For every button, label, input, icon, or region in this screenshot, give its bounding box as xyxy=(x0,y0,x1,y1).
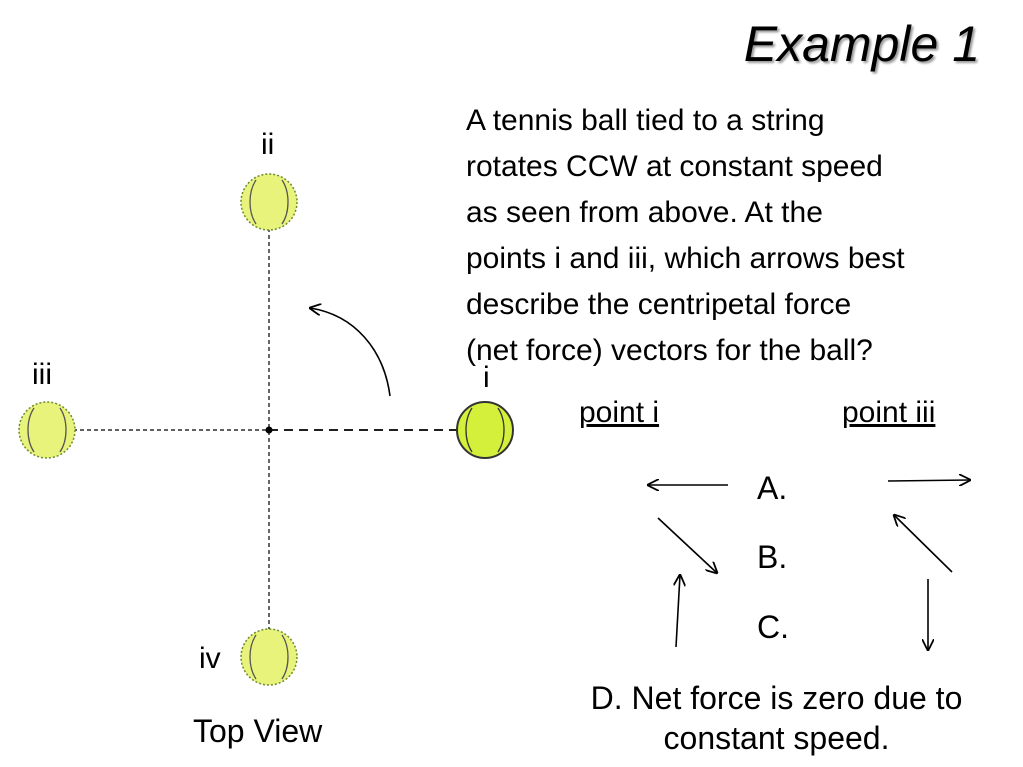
page-title: Example 1 xyxy=(743,16,980,72)
tennis-ball-icon xyxy=(456,401,514,459)
tennis-ball-icon xyxy=(240,628,298,686)
choice-b: B. xyxy=(757,539,788,575)
arrow-a-point-iii xyxy=(887,480,970,481)
choice-a: A. xyxy=(757,470,788,506)
label-point-iii: iii xyxy=(32,358,52,391)
tennis-ball-icon xyxy=(240,173,298,231)
ccw-arrow-icon xyxy=(310,308,391,397)
column-header-point-i: point i xyxy=(579,396,660,429)
label-point-i: i xyxy=(483,361,490,394)
center-point xyxy=(265,426,273,434)
arrow-c-point-i xyxy=(676,575,680,648)
label-point-iv: iv xyxy=(199,642,221,675)
arrow-b-point-iii xyxy=(894,515,953,573)
tennis-ball-icon xyxy=(18,401,76,459)
arrow-b-point-i xyxy=(657,517,717,573)
question-text: A tennis ball tied to a string rotates C… xyxy=(466,104,905,367)
top-view-caption: Top View xyxy=(193,713,323,749)
label-point-ii: ii xyxy=(261,128,275,161)
choice-c: C. xyxy=(757,609,789,645)
choice-d: D. Net force is zero due to constant spe… xyxy=(590,680,963,756)
column-header-point-iii: point iii xyxy=(842,396,936,429)
